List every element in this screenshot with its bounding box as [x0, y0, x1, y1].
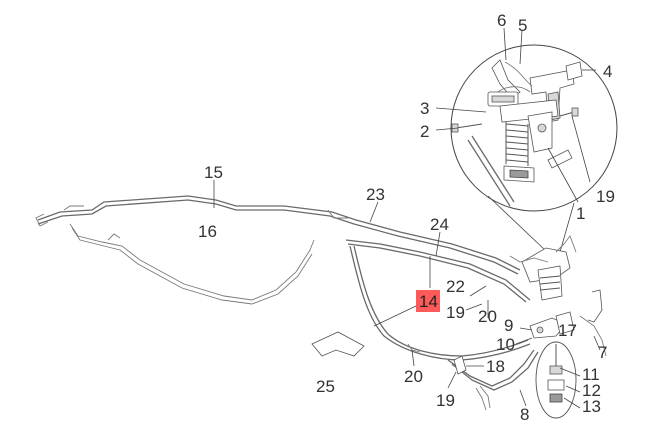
label-8: 8	[520, 405, 529, 424]
brake-line-15-16	[35, 195, 521, 305]
label-7: 7	[598, 343, 607, 362]
label-18: 18	[486, 357, 505, 376]
label-24: 24	[430, 215, 449, 234]
label-19-top: 19	[596, 187, 615, 206]
label-19-mid: 19	[446, 303, 465, 322]
label-15: 15	[204, 163, 223, 182]
detail-magnifier	[450, 44, 618, 253]
label-20-mid: 20	[478, 307, 497, 326]
highlight-box-14	[416, 290, 440, 312]
master-cylinder-assembly	[509, 235, 607, 357]
label-12: 12	[582, 381, 601, 400]
bolt-19	[559, 107, 579, 117]
label-5: 5	[518, 16, 527, 35]
label-6: 6	[497, 11, 506, 30]
part-18-clip	[453, 355, 467, 375]
part-25-pad	[311, 331, 365, 357]
label-16: 16	[198, 222, 217, 241]
label-10: 10	[496, 335, 515, 354]
label-17: 17	[558, 321, 577, 340]
label-22: 22	[446, 277, 465, 296]
label-3: 3	[420, 99, 429, 118]
bracket-17	[555, 311, 575, 335]
label-19-low: 19	[436, 391, 455, 410]
label-23: 23	[366, 185, 385, 204]
brake-line-23	[327, 209, 531, 303]
leader-lines	[213, 27, 601, 409]
spring	[505, 122, 529, 166]
label-13: 13	[582, 397, 601, 416]
label-2: 2	[420, 122, 429, 141]
label-20-low: 20	[404, 367, 423, 386]
label-9: 9	[504, 316, 513, 335]
label-4: 4	[603, 62, 612, 81]
label-14: 14	[419, 292, 438, 311]
brake-line-8	[447, 349, 539, 411]
label-25: 25	[316, 377, 335, 396]
inset-11-13	[535, 341, 577, 419]
part-labels: 6 5 4 3 2 19 1 15 16 23 24 22 14 19 20 9…	[198, 11, 615, 424]
label-11: 11	[582, 365, 600, 384]
label-1: 1	[576, 204, 585, 223]
